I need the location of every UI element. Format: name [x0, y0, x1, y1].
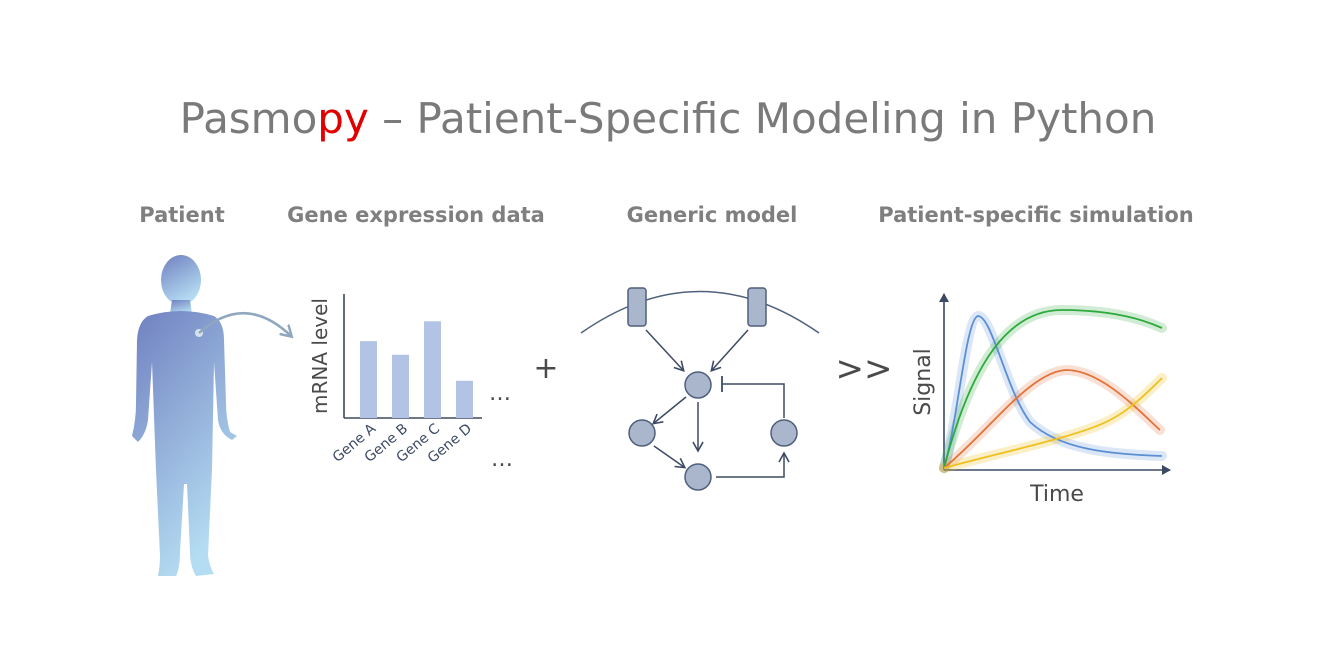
sim-band-blue — [939, 310, 1167, 473]
edge-receptor-right-to-node — [710, 329, 749, 372]
sim-y-label: Signal — [911, 348, 936, 416]
sim-series-yellow — [943, 377, 1163, 469]
title-suffix: – Patient-Specific Modeling in Python — [369, 94, 1157, 143]
title-accent: py — [317, 94, 369, 143]
edge-receptor-left-to-node — [645, 329, 685, 372]
network-node-right — [770, 419, 798, 447]
cell-membrane — [580, 290, 820, 334]
title-prefix: Pasmo — [180, 94, 318, 143]
receptor-right — [747, 287, 767, 327]
edge-node-top-to-left — [651, 396, 687, 425]
gene-chart-label-ellipsis: … — [491, 447, 513, 472]
generic-model-network — [580, 287, 820, 491]
receptor-left — [627, 287, 647, 327]
sim-series-blue — [943, 315, 1163, 469]
edge-node-bottom-to-right — [716, 451, 790, 478]
gene-chart-bar-ellipsis: … — [489, 381, 511, 406]
network-node-bottom — [684, 463, 712, 491]
edge-node-left-to-bottom — [653, 445, 687, 469]
network-node-left — [628, 419, 656, 447]
chevrons-operator: >> — [836, 349, 893, 389]
edge-inhibition — [722, 383, 785, 418]
page-title: Pasmopy – Patient-Specific Modeling in P… — [180, 94, 1157, 143]
section-label-gene-expression: Gene expression data — [287, 203, 545, 227]
gene-bar — [424, 321, 441, 418]
section-label-patient: Patient — [139, 203, 224, 227]
section-label-generic-model: Generic model — [627, 203, 798, 227]
plus-operator: + — [533, 351, 558, 386]
gene-bar — [360, 341, 377, 418]
gene-bar — [456, 380, 473, 418]
sim-series-green — [943, 309, 1163, 469]
patient-figure-icon — [132, 255, 291, 576]
sim-x-label: Time — [1029, 482, 1084, 507]
section-label-simulation: Patient-specific simulation — [878, 203, 1193, 227]
sim-series-orange — [943, 369, 1161, 469]
network-node-top — [684, 371, 712, 399]
simulation-plot: Signal Time — [911, 293, 1171, 507]
gene-bar — [392, 354, 409, 418]
gene-chart-y-label: mRNA level — [308, 298, 332, 414]
